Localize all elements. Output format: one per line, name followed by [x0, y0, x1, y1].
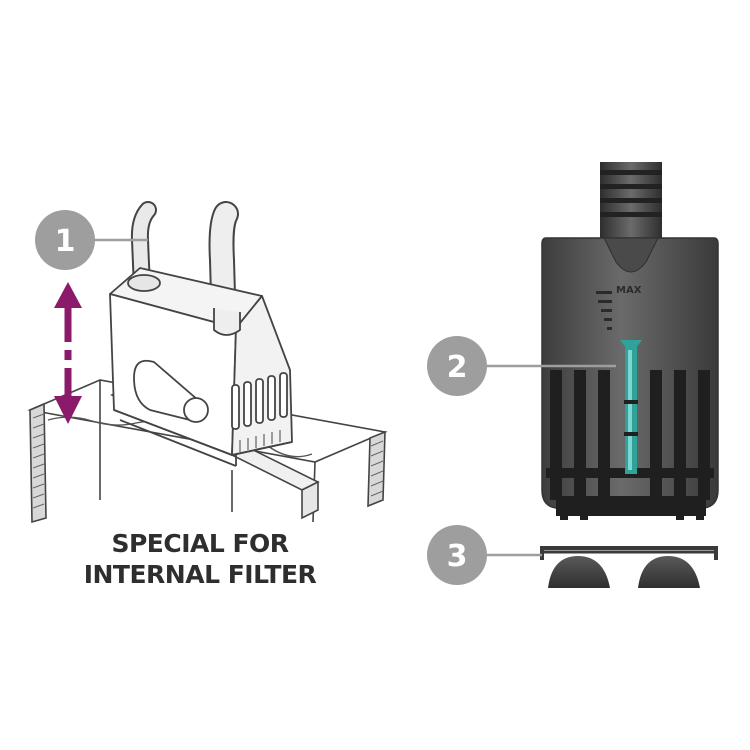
internal-filter-illustration: 1 [27, 201, 388, 524]
height-adjust-arrow [54, 282, 82, 424]
pump-vents [231, 372, 288, 430]
callout-2-number: 2 [447, 350, 468, 385]
callout-1-badge: 1 [35, 210, 95, 270]
gauge-steps [596, 291, 612, 330]
suction-cup-bracket [540, 546, 718, 588]
flow-gauge-max-label: MAX [616, 285, 642, 296]
flow-indicator [620, 340, 642, 474]
callout-1-number: 1 [55, 224, 76, 259]
pump-front-illustration: MAX [427, 162, 719, 588]
internal-filter-caption: SPECIAL FOR INTERNAL FILTER [60, 528, 340, 590]
callout-3-number: 3 [447, 539, 468, 574]
suction-cup-right [638, 556, 700, 588]
outlet-nozzle [600, 162, 662, 240]
callout-2-badge: 2 [427, 336, 487, 396]
caption-line-2: INTERNAL FILTER [83, 560, 317, 589]
callout-3-badge: 3 [427, 525, 487, 585]
wall-hatching [32, 413, 384, 509]
caption-line-1: SPECIAL FOR [111, 529, 289, 558]
base-hatching [239, 430, 281, 452]
flow-gauge: MAX [596, 285, 642, 330]
suction-cup-left [548, 556, 610, 588]
pump-unit [109, 267, 293, 467]
